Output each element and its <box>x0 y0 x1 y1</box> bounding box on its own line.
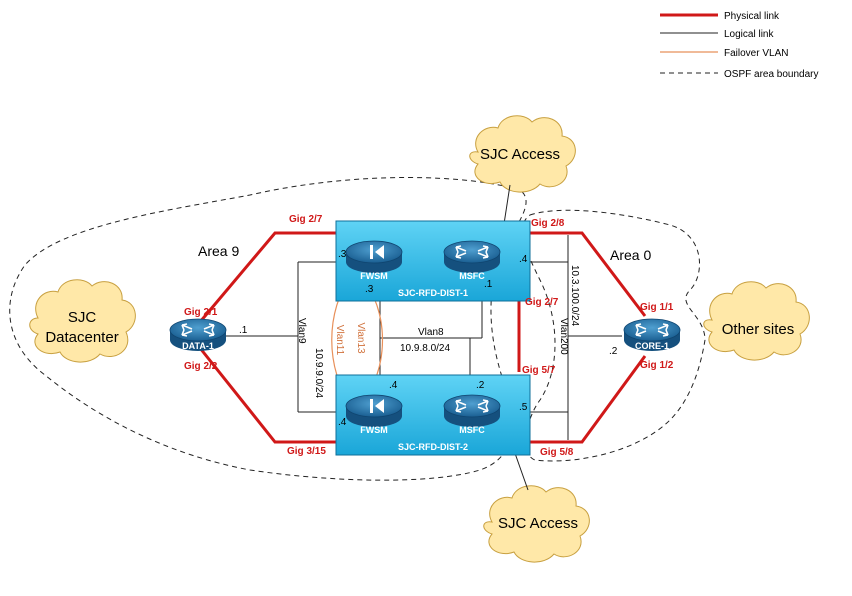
link-data1-dist2 <box>198 347 336 444</box>
msfc2-icon <box>443 394 501 428</box>
addr-core1: .2 <box>609 346 618 357</box>
cloud-access-top: SJC Access <box>469 115 576 193</box>
cloud-access-top-label: SJC Access <box>480 146 560 163</box>
legend-failover-label: Failover VLAN <box>724 48 788 59</box>
msfc1-label: MSFC <box>459 271 485 281</box>
legend-logical-label: Logical link <box>724 29 774 40</box>
vlan8-net-label: 10.9.8.0/24 <box>400 343 450 354</box>
port-core1-g12: Gig 1/2 <box>640 360 674 371</box>
link-dist1-core1 <box>530 231 647 317</box>
vlan8-label: Vlan8 <box>418 327 444 338</box>
link-data1-dist1 <box>198 231 336 323</box>
core1-router: CORE-1 <box>623 318 681 352</box>
addr-fwsm2-b: .4 <box>338 417 347 428</box>
vlan9-net-label: 10.9.9.0/24 <box>313 348 324 398</box>
addr-msfc2-b: .5 <box>519 402 528 413</box>
legend-ospf-label: OSPF area boundary <box>724 69 819 80</box>
vlan13-label: Vlan13 <box>355 322 366 354</box>
area0-boundary <box>522 209 706 462</box>
legend-physical-label: Physical link <box>724 11 780 22</box>
addr-fwsm1-b: .3 <box>365 284 374 295</box>
fwsm2-label: FWSM <box>360 425 388 435</box>
data1-router: DATA-1 <box>169 318 227 352</box>
dist2-label: SJC-RFD-DIST-2 <box>398 442 468 452</box>
dist2-chassis: FWSM MSFC SJC-RFD-DIST-2 <box>335 374 531 456</box>
data1-label: DATA-1 <box>182 341 214 351</box>
cloud-datacenter-label-2: Datacenter <box>45 329 118 346</box>
addr-msfc2-a: .2 <box>476 380 485 391</box>
cloud-datacenter: SJC Datacenter <box>29 279 136 363</box>
dist1-label: SJC-RFD-DIST-1 <box>398 288 468 298</box>
msfc1-icon <box>443 240 501 274</box>
port-dist2-g58: Gig 5/8 <box>540 447 574 458</box>
fwsm2-icon <box>345 394 403 428</box>
port-dist1-g27: Gig 2/7 <box>289 214 323 225</box>
fwsm1-icon <box>345 240 403 274</box>
cloud-other-sites-label: Other sites <box>722 321 795 338</box>
fwsm1-label: FWSM <box>360 271 388 281</box>
vlan11-label: Vlan11 <box>334 325 345 356</box>
addr-msfc1-b: .1 <box>484 279 493 290</box>
vlan-labels: 10.9.9.0/24 Vlan9 Vlan11 Vlan13 Vlan8 10… <box>296 265 580 398</box>
dist1-chassis: FWSM MSFC SJC-RFD-DIST-1 <box>335 220 531 302</box>
vlan200-label: Vlan200 <box>558 318 569 355</box>
port-dist2-g315: Gig 3/15 <box>287 446 326 457</box>
port-data1-g22: Gig 2/2 <box>184 361 218 372</box>
addr-data1: .1 <box>239 325 248 336</box>
area0-label: Area 0 <box>610 247 651 263</box>
legend: Physical link Logical link Failover VLAN… <box>660 11 819 80</box>
physical-links <box>198 231 647 444</box>
cloud-access-bottom-label: SJC Access <box>498 515 578 532</box>
cloud-datacenter-label-1: SJC <box>68 309 97 326</box>
area9-boundary <box>9 177 527 481</box>
cloud-access-bottom: SJC Access <box>483 485 590 563</box>
cloud-other-sites: Other sites <box>703 281 810 361</box>
vlan9-label: Vlan9 <box>296 318 307 344</box>
link-dist2-core1 <box>530 355 647 444</box>
port-dist1-g28: Gig 2/8 <box>531 218 565 229</box>
port-labels: Gig 2/1 Gig 2/2 Gig 2/7 Gig 3/15 Gig 2/8… <box>184 214 674 458</box>
address-labels: .1 .3 .3 .4 .1 .4 .4 .2 .5 .2 <box>239 249 618 428</box>
port-dist2-g57: Gig 5/7 <box>522 365 556 376</box>
vlan200-net-label: 10.3.100.0/24 <box>569 265 580 327</box>
core1-label: CORE-1 <box>635 341 669 351</box>
area9-label: Area 9 <box>198 243 239 259</box>
msfc2-label: MSFC <box>459 425 485 435</box>
port-core1-g11: Gig 1/1 <box>640 302 674 313</box>
addr-fwsm2-a: .4 <box>389 380 398 391</box>
addr-msfc1-a: .4 <box>519 254 528 265</box>
addr-fwsm1-a: .3 <box>338 249 347 260</box>
port-dist1-g27b: Gig 2/7 <box>525 297 559 308</box>
port-data1-g21: Gig 2/1 <box>184 307 218 318</box>
